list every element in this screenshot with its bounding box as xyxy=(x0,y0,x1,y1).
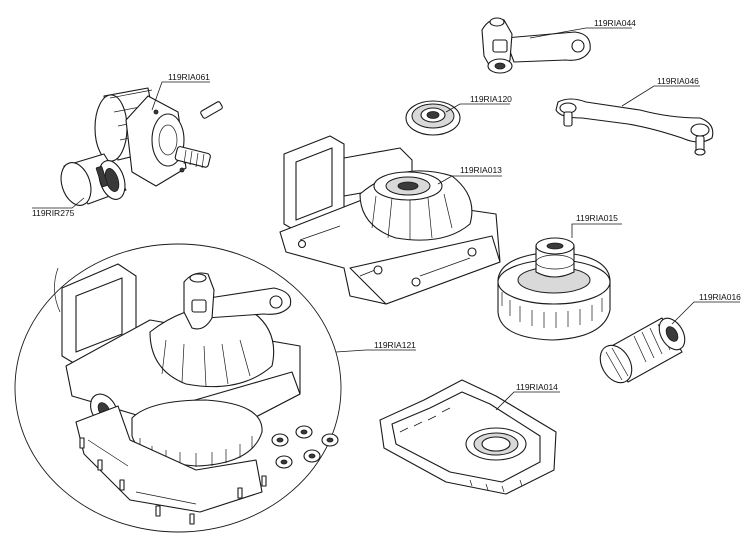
part-119ria120-seal-ring xyxy=(405,100,461,136)
part-119ria044-crank-arm xyxy=(481,17,591,74)
label-119rir275: 119RIR275 xyxy=(32,208,75,218)
part-119ria013-gearbox-housing xyxy=(279,135,501,305)
label-119ria016: 119RIA016 xyxy=(699,292,741,302)
assembly-nuts xyxy=(271,425,339,469)
assembly-outline-ellipse xyxy=(14,243,342,533)
part-119ria015-gear xyxy=(497,237,611,341)
part-119ria014-base-cover xyxy=(379,379,557,495)
label-119ria044: 119RIA044 xyxy=(594,18,636,28)
label-119ria120: 119RIA120 xyxy=(470,94,512,104)
label-119ria046: 119RIA046 xyxy=(657,76,699,86)
label-119ria061: 119RIA061 xyxy=(168,72,210,82)
assembly-screws xyxy=(79,437,267,525)
label-119ria121: 119RIA121 xyxy=(374,340,416,350)
part-119ria016-worm-screw xyxy=(599,317,686,384)
part-119ria061-motor xyxy=(94,87,223,187)
leader-lines xyxy=(32,27,740,411)
part-119ria046-link-arm xyxy=(555,98,714,156)
label-119ria015: 119RIA015 xyxy=(576,213,618,223)
label-119ria013: 119RIA013 xyxy=(460,165,502,175)
label-119ria014: 119RIA014 xyxy=(516,382,558,392)
part-119ria121-assembly xyxy=(14,243,342,533)
part-labels: 119RIA044 119RIA061 119RIA120 119RIA046 … xyxy=(32,18,741,392)
part-119rir275-capacitor xyxy=(60,153,127,206)
